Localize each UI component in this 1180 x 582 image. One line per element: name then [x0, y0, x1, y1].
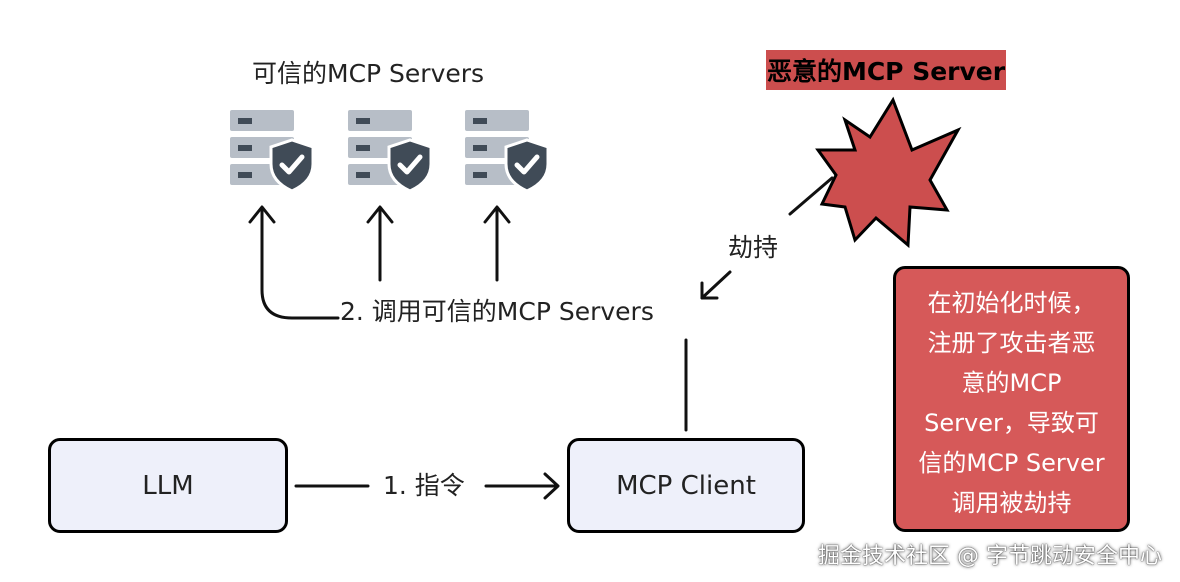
trusted-server-2-icon	[348, 110, 431, 191]
llm-node-label: LLM	[142, 470, 194, 501]
mcp-client-node: MCP Client	[567, 438, 805, 533]
note-line: 信的MCP Server	[918, 449, 1105, 477]
arrowhead-server-2	[366, 205, 394, 224]
trusted-server-1-icon	[230, 110, 313, 191]
mcp-client-node-label: MCP Client	[616, 470, 756, 501]
llm-node: LLM	[48, 438, 288, 533]
arrowhead-server-1	[248, 205, 276, 224]
note-line: 在初始化时候，	[927, 289, 1096, 317]
trusted-servers-title: 可信的MCP Servers	[252, 59, 485, 88]
explosion-burst-icon	[815, 96, 962, 249]
hijack-label: 劫持	[728, 233, 779, 263]
hijack-note-box: 在初始化时候， 注册了攻击者恶 意的MCP Server，导致可 信的MCP S…	[893, 266, 1130, 532]
call-trusted-label: 2. 调用可信的MCP Servers	[340, 297, 654, 327]
hijack-arrow-lower	[700, 270, 732, 300]
arrowhead-server-3	[483, 205, 511, 224]
watermark: 掘金技术社区 @ 字节跳动安全中心	[818, 544, 1162, 569]
hijack-arrowhead	[700, 281, 719, 300]
arrow-to-server-1	[260, 208, 340, 320]
hijack-arrow-upper	[788, 176, 834, 216]
instruction-label: 1. 指令	[383, 471, 465, 501]
note-line: 调用被劫持	[951, 489, 1072, 517]
note-line: Server，导致可	[924, 409, 1099, 437]
note-line: 注册了攻击者恶	[927, 329, 1096, 357]
instruction-arrowhead	[543, 472, 560, 500]
malicious-server-title: 恶意的MCP Server	[766, 50, 1006, 90]
note-line: 意的MCP	[961, 369, 1062, 397]
trusted-server-3-icon	[465, 110, 548, 191]
